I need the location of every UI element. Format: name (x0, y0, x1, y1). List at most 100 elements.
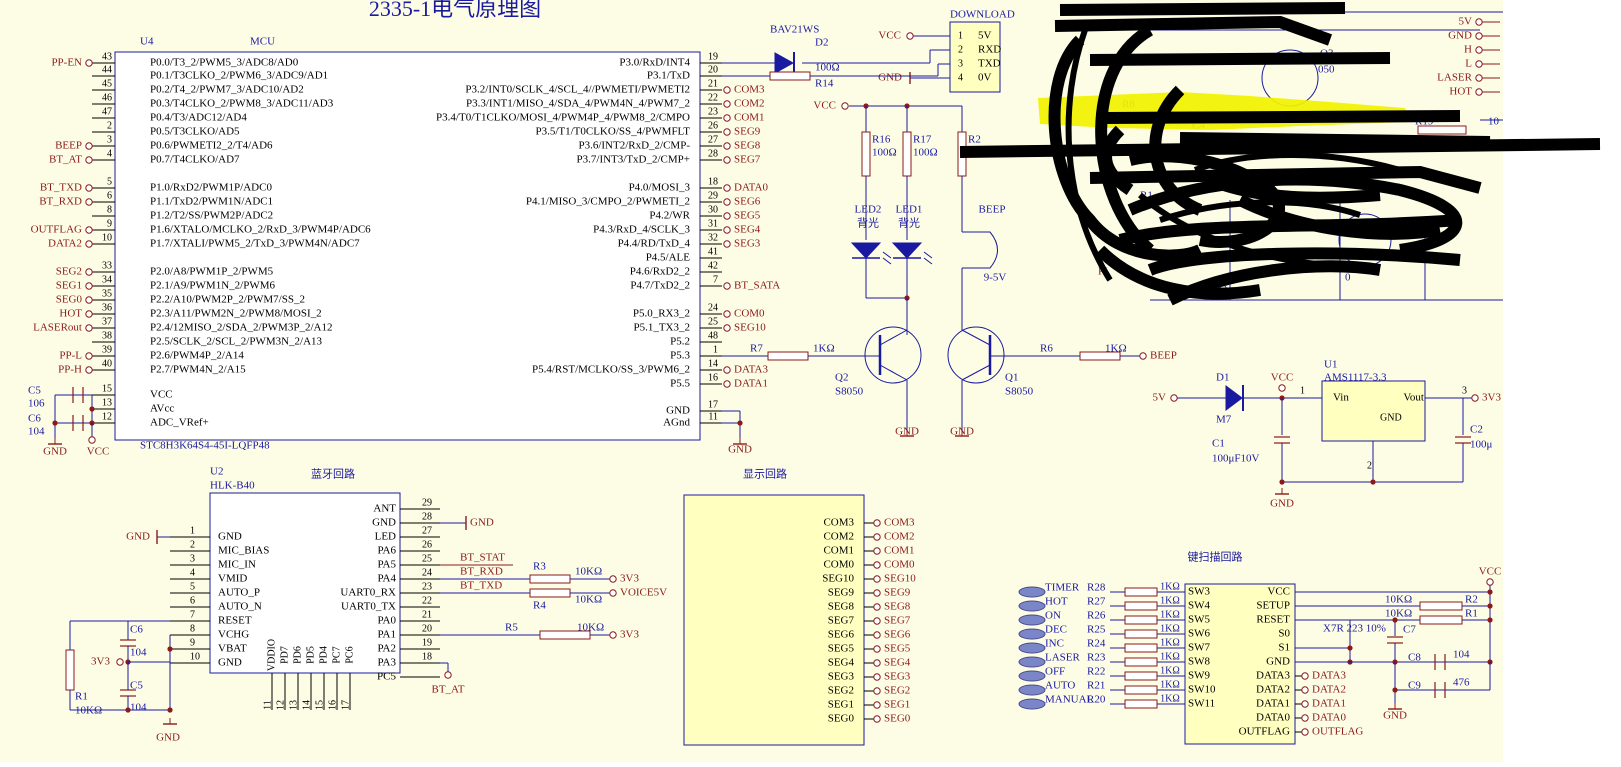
transistor-q2 (864, 326, 922, 384)
mcu-pin-label: P1.2/T2/SS/PWM2P/ADC2 (150, 210, 273, 222)
mcu-pin-label: P2.6/PWM4P_2/A14 (150, 350, 244, 362)
mcu-body (114, 51, 701, 441)
mcu-pin-label: P1.6/XTALO/MCLKO_2/RxD_3/PWM4P/ADC6 (150, 224, 371, 236)
transistor-part: S8050 (835, 386, 864, 398)
regulator-u1 (1321, 380, 1426, 442)
download-pin-num: 4 (958, 72, 963, 83)
mcu-pin-label: P2.5/SCLK_2/SCL_2/PWM3N_2/A13 (150, 336, 323, 348)
net-port (1139, 352, 1147, 360)
mcu-pin-label: P1.7/XTALI/PWM5_2/TxD_3/PWM4N/ADC7 (150, 238, 360, 250)
led1 (891, 242, 923, 259)
mcu-pin-number: 18 (708, 176, 718, 187)
diode-ref: D1 (1216, 372, 1229, 384)
net-port (723, 366, 731, 374)
resistor-value: 100Ω (815, 62, 840, 74)
net-label: HOT (1449, 86, 1472, 98)
junction-dot (1487, 617, 1493, 623)
mcu-pin-number: 15 (102, 383, 112, 394)
mcu-pin-number: 22 (708, 92, 718, 103)
net-port (873, 603, 881, 611)
net-port (1278, 384, 1286, 392)
gnd-label: GND (950, 426, 974, 438)
mcu-pin-number: 28 (708, 148, 718, 159)
junction-dot (1279, 479, 1285, 485)
vcc-label: VCC (87, 446, 110, 458)
resistor-value: 1KΩ (1160, 609, 1180, 620)
display-pin-label: SEG3 (828, 671, 855, 683)
regulator-pin-label: Vin (1333, 392, 1349, 404)
net-port (723, 184, 731, 192)
mcu-part: STC8H3K64S4-45I-LQFP48 (140, 440, 270, 452)
net-port (873, 547, 881, 555)
display-pin-label: SEG5 (828, 643, 855, 655)
mcu-pin-label: P2.7/PWM4N_2/A15 (150, 364, 246, 376)
display-net-label: SEG2 (884, 685, 910, 697)
display-net-label: SEG0 (884, 713, 911, 725)
net-label: 5V (1459, 16, 1473, 28)
net-port (85, 226, 93, 234)
gnd-label: GND (1383, 710, 1407, 722)
net-port (1301, 714, 1309, 722)
key-button-name: LASER (1045, 652, 1081, 664)
mcu-pin-label: P4.3/RxD_4/SCLK_3 (593, 224, 690, 236)
scribble-stroke (1237, 194, 1441, 240)
bt-pin-num: 14 (301, 700, 312, 710)
mcu-pin-number: 9 (107, 218, 112, 229)
download-name: DOWNLOAD (950, 9, 1015, 21)
page-title: 2335-1电气原理图 (369, 0, 541, 21)
mcu-net-label: COM0 (734, 308, 765, 320)
bt-pin-label: GND (218, 657, 242, 669)
bt-pin-label: VMID (218, 573, 247, 585)
cap-ref: C9 (1408, 680, 1421, 692)
mcu-pin-label: P3.2/INT0/SCLK_4/SCL_4//PWMETI/PWMETI2 (465, 84, 690, 96)
bt-pin-label: VBAT (218, 643, 247, 655)
mcu-pin-label: P5.3 (670, 350, 690, 362)
bt-pin-label: PA0 (377, 615, 396, 627)
cap-ref: C8 (1408, 652, 1421, 664)
mcu-pin-number: 10 (102, 232, 112, 243)
display-pin-label: COM1 (823, 545, 854, 557)
mcu-net-label: LASERout (33, 322, 82, 334)
mcu-pin-label: P2.0/A8/PWM1P_2/PWM5 (150, 266, 274, 278)
resistor-ref: R4 (533, 600, 546, 612)
mcu-pin-label: P3.7/INT3/TxD_2/CMP+ (577, 154, 690, 166)
display-net-label: COM3 (884, 517, 915, 529)
buzzer-beep (962, 231, 998, 269)
key-button-pad (1018, 642, 1046, 654)
net-port (1486, 578, 1494, 586)
key-ic-pin-label: S1 (1278, 642, 1290, 654)
net-label: 5V (1153, 392, 1167, 404)
mcu-pin-label: AGnd (663, 417, 690, 429)
bt-pin-num: 12 (275, 700, 286, 710)
mcu-pin-number: 7 (713, 274, 718, 285)
net-port (85, 156, 93, 164)
regulator-pin-num: 2 (1367, 460, 1372, 471)
cap-ref: C7 (1403, 624, 1416, 636)
net-port (1301, 686, 1309, 694)
bt-pin-num: 11 (262, 700, 273, 710)
download-header (949, 21, 1001, 93)
cap-spec: X7R 223 10% (1323, 623, 1386, 635)
net-port (723, 198, 731, 206)
net-port (723, 324, 731, 332)
cap-ref: C5 (28, 385, 41, 397)
bt-pin-label: GND (218, 531, 242, 543)
key-ic-pin-label: OUTFLAG (1239, 726, 1290, 738)
mcu-pin-number: 5 (107, 176, 112, 187)
bt-pin-label: PA5 (377, 559, 396, 571)
scribble-stroke (1138, 192, 1331, 268)
display-net-label: SEG4 (884, 657, 911, 669)
mcu-pin-number: 19 (708, 51, 718, 62)
mcu-pin-label: P3.0/RxD/INT4 (619, 57, 690, 69)
cap-ref: C6 (28, 413, 41, 425)
key-resistor (1124, 671, 1158, 681)
net-port (723, 240, 731, 248)
resistor-value: 10KΩ (75, 705, 102, 717)
resistor-ref: R20 (1087, 694, 1106, 706)
bt-pin-label: AUTO_P (218, 587, 260, 599)
net-port (1301, 700, 1309, 708)
key-button-pad (1018, 656, 1046, 668)
mcu-pin-number: 1 (713, 344, 718, 355)
resistor-value: 1KΩ (1160, 665, 1180, 676)
mcu-net-label: DATA1 (734, 378, 768, 390)
